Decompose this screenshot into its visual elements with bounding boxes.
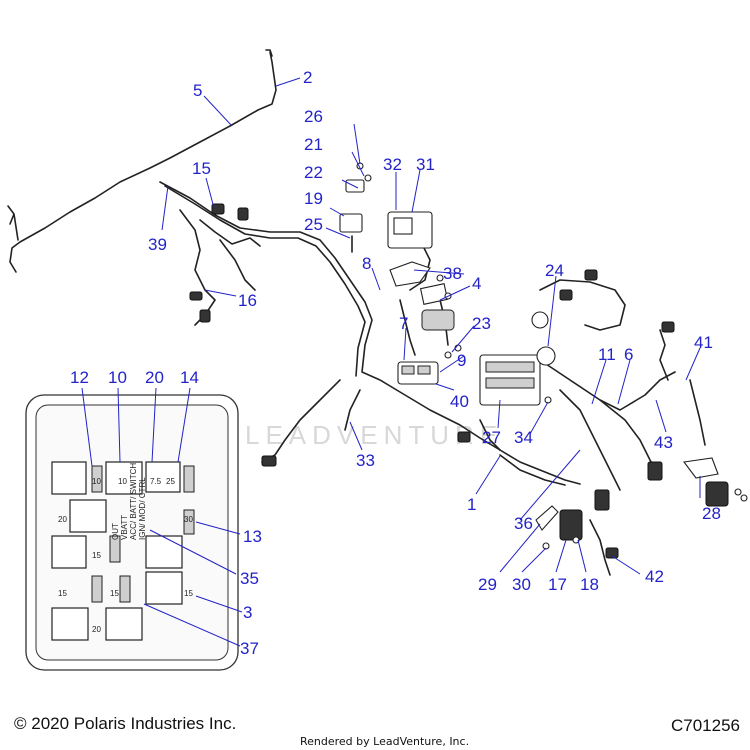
callout-2: 2: [303, 68, 312, 87]
callout-7: 7: [399, 314, 408, 333]
callout-8: 8: [362, 254, 371, 273]
fuse-box-inset: 10 10 7.5 25 20 30 15 15 15 15 20 OUT VB…: [25, 394, 239, 671]
callout-41: 41: [694, 333, 713, 352]
fuse-rating: 10: [92, 477, 101, 486]
callout-24: 24: [545, 261, 564, 280]
copyright-notice: © 2020 Polaris Industries Inc.: [14, 714, 237, 733]
callout-9: 9: [457, 351, 466, 370]
callout-40: 40: [450, 392, 469, 411]
callout-32: 32: [383, 155, 402, 174]
watermark: LEADVENTURE: [245, 420, 503, 450]
callout-39: 39: [148, 235, 167, 254]
callout-12: 12: [70, 368, 89, 387]
module-components: [339, 162, 748, 550]
callout-21: 21: [304, 135, 323, 154]
fuse-rating: 20: [92, 625, 101, 634]
callout-14: 14: [180, 368, 199, 387]
callout-42: 42: [645, 567, 664, 586]
fuse-rating: 20: [58, 515, 67, 524]
callout-17: 17: [548, 575, 567, 594]
fuse-rating: 15: [92, 551, 101, 560]
rendered-by-notice: Rendered by LeadVenture, Inc.: [300, 735, 470, 748]
callout-6: 6: [624, 345, 633, 364]
callout-20: 20: [145, 368, 164, 387]
callout-22: 22: [304, 163, 323, 182]
fuse-rating: 15: [58, 589, 67, 598]
callout-15: 15: [192, 159, 211, 178]
callout-30: 30: [512, 575, 531, 594]
callout-4: 4: [472, 274, 481, 293]
fuse-rating: 30: [184, 515, 193, 524]
callout-19: 19: [304, 189, 323, 208]
relay-label: OUT: [111, 523, 120, 540]
callout-5: 5: [193, 81, 202, 100]
diagram-code: C701256: [670, 716, 740, 735]
leader-lines: [81, 77, 701, 647]
callout-31: 31: [416, 155, 435, 174]
relay-label: ACC/ BATT/ SWITCH: [129, 463, 138, 540]
callout-43: 43: [654, 433, 673, 452]
harness-illustration: [7, 49, 706, 576]
callout-36: 36: [514, 514, 533, 533]
fuse-rating: 7.5: [150, 477, 162, 486]
relay-label: IGN/ MOD/ CTRL: [138, 477, 147, 540]
callout-10: 10: [108, 368, 127, 387]
callout-18: 18: [580, 575, 599, 594]
callout-3: 3: [243, 603, 252, 622]
callout-16: 16: [238, 291, 257, 310]
callout-33: 33: [356, 451, 375, 470]
callout-26: 26: [304, 107, 323, 126]
callout-35: 35: [240, 569, 259, 588]
callout-25: 25: [304, 215, 323, 234]
fuse-rating: 25: [166, 477, 175, 486]
callout-34: 34: [514, 428, 533, 447]
callout-numbers: 1 2 3 4 5 6 7 8 9 10 11 12 13 14 15 16 1…: [70, 68, 721, 658]
callout-29: 29: [478, 575, 497, 594]
callout-38: 38: [443, 264, 462, 283]
fuse-rating: 15: [184, 589, 193, 598]
callout-13: 13: [243, 527, 262, 546]
callout-11: 11: [598, 345, 616, 364]
callout-28: 28: [702, 504, 721, 523]
callout-27: 27: [482, 428, 501, 447]
callout-1: 1: [467, 495, 476, 514]
relay-label: VBATT: [120, 515, 129, 540]
fuse-rating: 15: [110, 589, 119, 598]
callout-37: 37: [240, 639, 259, 658]
callout-23: 23: [472, 314, 491, 333]
fuse-rating: 10: [118, 477, 127, 486]
